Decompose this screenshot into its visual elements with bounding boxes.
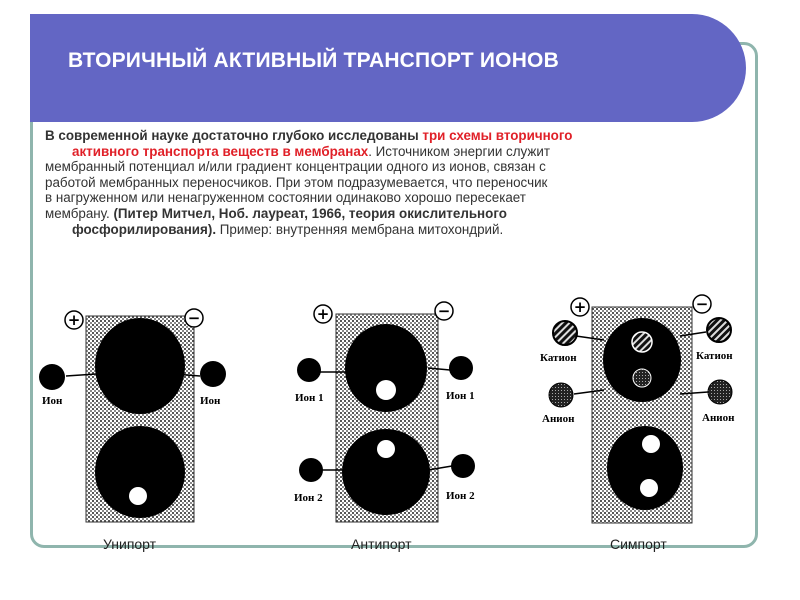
- antiport-ion1-inside: [376, 380, 396, 400]
- symport-diagram: Катион Катион Анион Анион + −: [540, 294, 735, 524]
- symport-cation-slot: [642, 435, 660, 453]
- uniport-plus-sign: +: [68, 311, 81, 329]
- antiport-plus-sign: +: [317, 305, 330, 323]
- antiport-plus-icon: [313, 304, 333, 324]
- body-line-1: В современной науке достаточно глубоко и…: [45, 128, 751, 144]
- antiport-minus-icon: [434, 301, 454, 321]
- body-line-3: мембранный потенциал и/или градиент конц…: [45, 159, 546, 175]
- symport-anion-inside: [632, 368, 652, 388]
- body-text-bold: фосфорилирования).: [72, 221, 217, 237]
- symport-carrier-top: [603, 318, 681, 402]
- antiport-label-ion2-left: Ион 2: [294, 492, 323, 504]
- antiport-label-ion1-right: Ион 1: [446, 390, 475, 402]
- body-text-span: Пример: внутренняя мембрана митохондрий.: [216, 221, 504, 237]
- symport-plus-sign: +: [574, 298, 587, 316]
- uniport-arrow-right: [173, 373, 201, 377]
- antiport-ion2-inside: [377, 440, 395, 458]
- body-line-4: работой мембранных переносчиков. При это…: [45, 174, 548, 190]
- caption-symport: Симпорт: [610, 536, 667, 552]
- uniport-diagram: Ион Ион + −: [39, 308, 226, 523]
- symport-anion-slot: [640, 479, 658, 497]
- symport-arrow-anion-right: [679, 391, 709, 395]
- symport-arrow-cation-left: [575, 335, 605, 341]
- uniport-label-ion-right: Ион: [200, 395, 221, 407]
- antiport-minus-sign: −: [438, 302, 451, 320]
- symport-minus-icon: [692, 294, 712, 314]
- uniport-label-ion-left: Ион: [42, 395, 63, 407]
- uniport-minus-sign: −: [188, 309, 201, 327]
- antiport-ion1-right: [449, 356, 473, 380]
- antiport-carrier-bottom: [342, 429, 430, 515]
- caption-uniport: Унипорт: [103, 536, 157, 552]
- symport-label-cation-left: Катион: [540, 352, 577, 364]
- uniport-ion-left: [39, 364, 65, 390]
- uniport-plus-icon: [64, 310, 84, 330]
- symport-label-cation-right: Катион: [696, 350, 733, 362]
- body-text-bold: В современной науке достаточно глубоко и…: [45, 128, 423, 143]
- antiport-carrier-top: [345, 324, 427, 412]
- antiport-diagram: Ион 1 Ион 1 Ион 2 Ион 2 + −: [294, 301, 475, 523]
- antiport-arrow-2-right: [427, 465, 453, 471]
- symport-arrow-anion-left: [573, 389, 605, 395]
- symport-arrow-cation-right: [679, 331, 707, 337]
- body-text-span: мембрану.: [45, 205, 114, 221]
- body-text: В современной науке достаточно глубоко и…: [45, 128, 751, 237]
- title-banner: [30, 14, 746, 122]
- body-text-span: . Источником энергии служит: [368, 143, 550, 159]
- uniport-carrier-bottom: [95, 426, 185, 518]
- symport-anion-right-icon: [707, 379, 733, 405]
- symport-minus-sign: −: [696, 295, 709, 313]
- antiport-ion1-left: [297, 358, 321, 382]
- uniport-arrow-left: [65, 373, 97, 377]
- symport-cation-left-icon: [552, 320, 578, 346]
- body-line-6: мембрану. (Питер Митчел, Ноб. лауреат, 1…: [45, 206, 751, 222]
- uniport-carrier-top: [95, 318, 185, 414]
- antiport-label-ion1-left: Ион 1: [295, 392, 324, 404]
- symport-label-anion-right: Анион: [702, 412, 735, 424]
- body-line-7: фосфорилирования). Пример: внутренняя ме…: [45, 222, 751, 238]
- symport-cation-right-icon: [706, 317, 732, 343]
- body-line-2: активного транспорта веществ в мембранах…: [45, 144, 751, 160]
- antiport-ion2-left: [299, 458, 323, 482]
- uniport-ion-inside: [129, 487, 147, 505]
- body-text-bold: (Питер Митчел, Ноб. лауреат, 1966, теори…: [113, 205, 507, 221]
- slide-title: ВТОРИЧНЫЙ АКТИВНЫЙ ТРАНСПОРТ ИОНОВ: [68, 49, 559, 72]
- antiport-arrow-1-right: [427, 367, 451, 371]
- antiport-label-ion2-right: Ион 2: [446, 490, 475, 502]
- symport-carrier-bottom: [607, 426, 683, 510]
- uniport-minus-icon: [184, 308, 204, 328]
- caption-antiport: Антипорт: [351, 536, 412, 552]
- symport-cation-inside: [631, 331, 653, 353]
- symport-plus-icon: [570, 297, 590, 317]
- symport-label-anion-left: Анион: [542, 413, 575, 425]
- antiport-ion2-right: [451, 454, 475, 478]
- body-highlight: три схемы вторичного: [422, 128, 573, 143]
- body-line-5: в нагруженном или ненагруженном состояни…: [45, 190, 526, 206]
- uniport-ion-right: [200, 361, 226, 387]
- body-highlight: активного транспорта веществ в мембранах: [72, 143, 369, 159]
- symport-anion-left-icon: [548, 382, 574, 408]
